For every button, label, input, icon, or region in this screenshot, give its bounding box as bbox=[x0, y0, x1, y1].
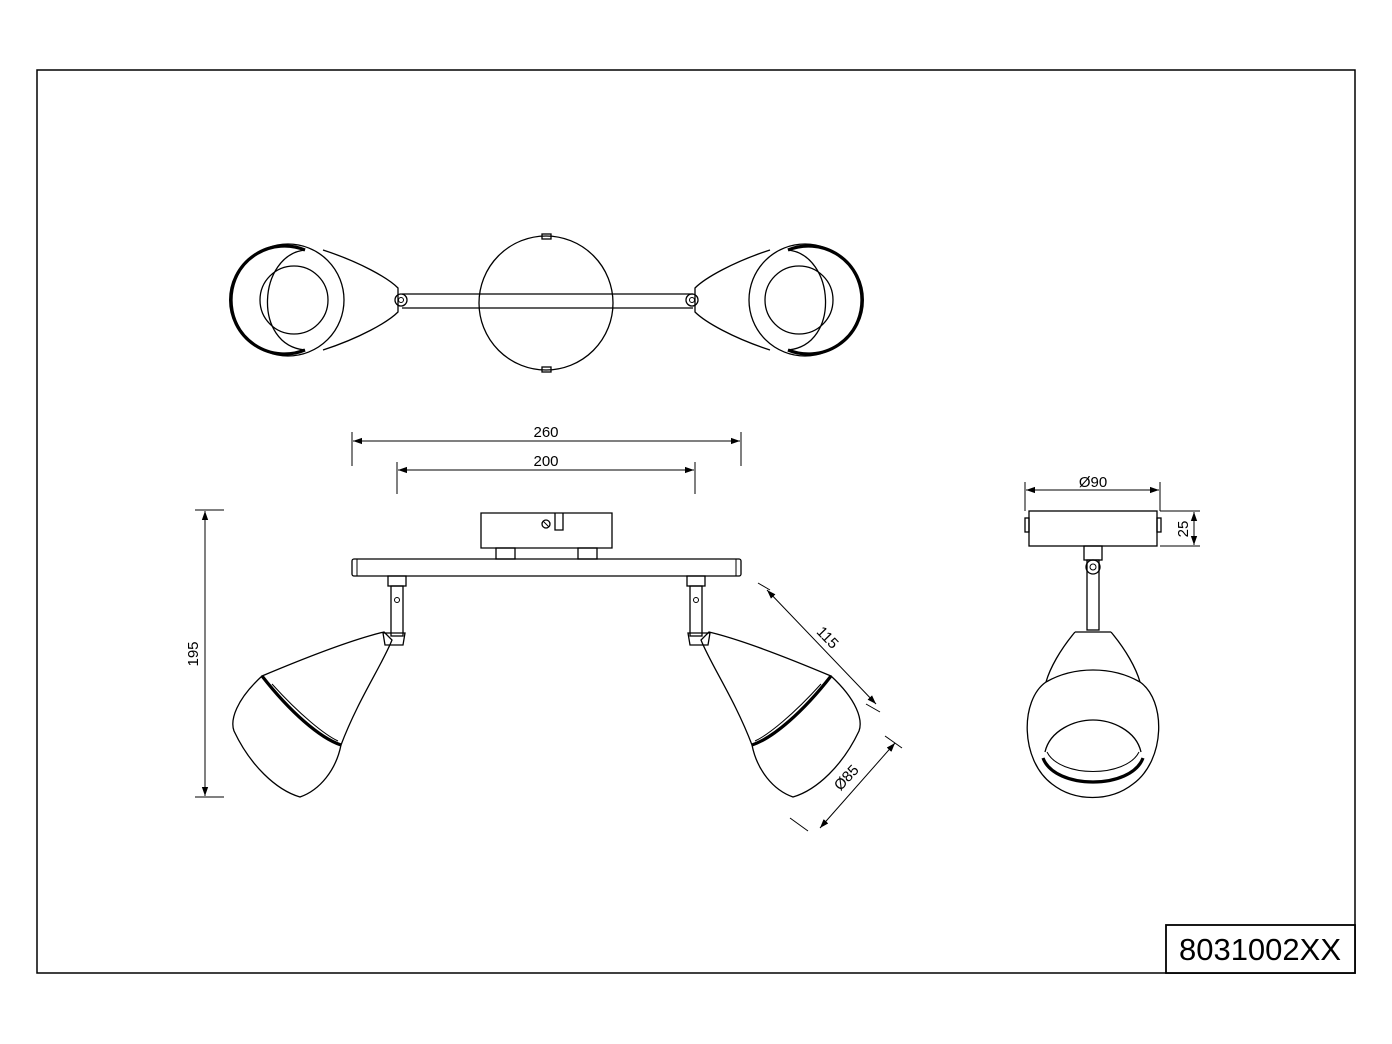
dimension-label-260: 260 bbox=[533, 424, 558, 441]
drawing-frame bbox=[36, 69, 1356, 974]
top-view bbox=[229, 233, 864, 373]
dimension-label-diameter-90: Ø90 bbox=[1079, 474, 1107, 491]
front-view: 260 200 195 115 Ø85 bbox=[185, 424, 903, 832]
dimension-mount-spacing: 200 bbox=[396, 453, 696, 494]
top-backplate bbox=[478, 235, 614, 371]
dimension-overall-width: 260 bbox=[351, 424, 742, 466]
dimension-label-195: 195 bbox=[185, 641, 202, 666]
front-bar bbox=[351, 558, 742, 577]
dimension-base-depth: 25 bbox=[1160, 510, 1200, 547]
dimension-height: 195 bbox=[185, 509, 224, 798]
side-view: Ø90 25 bbox=[1024, 474, 1200, 799]
top-right-spot bbox=[694, 243, 864, 357]
dimension-base-diameter: Ø90 bbox=[1024, 474, 1161, 511]
front-left-spot bbox=[232, 575, 407, 798]
dimension-label-25: 25 bbox=[1175, 521, 1192, 538]
dimension-label-200: 200 bbox=[533, 453, 558, 470]
dimension-shade-diameter: Ø85 bbox=[789, 735, 903, 832]
front-right-spot bbox=[686, 575, 861, 798]
dimension-label-115: 115 bbox=[813, 623, 842, 652]
title-block: 8031002XX bbox=[1165, 924, 1356, 974]
model-number: 8031002XX bbox=[1179, 932, 1341, 967]
top-left-spot bbox=[229, 243, 399, 357]
side-base bbox=[1028, 510, 1158, 547]
